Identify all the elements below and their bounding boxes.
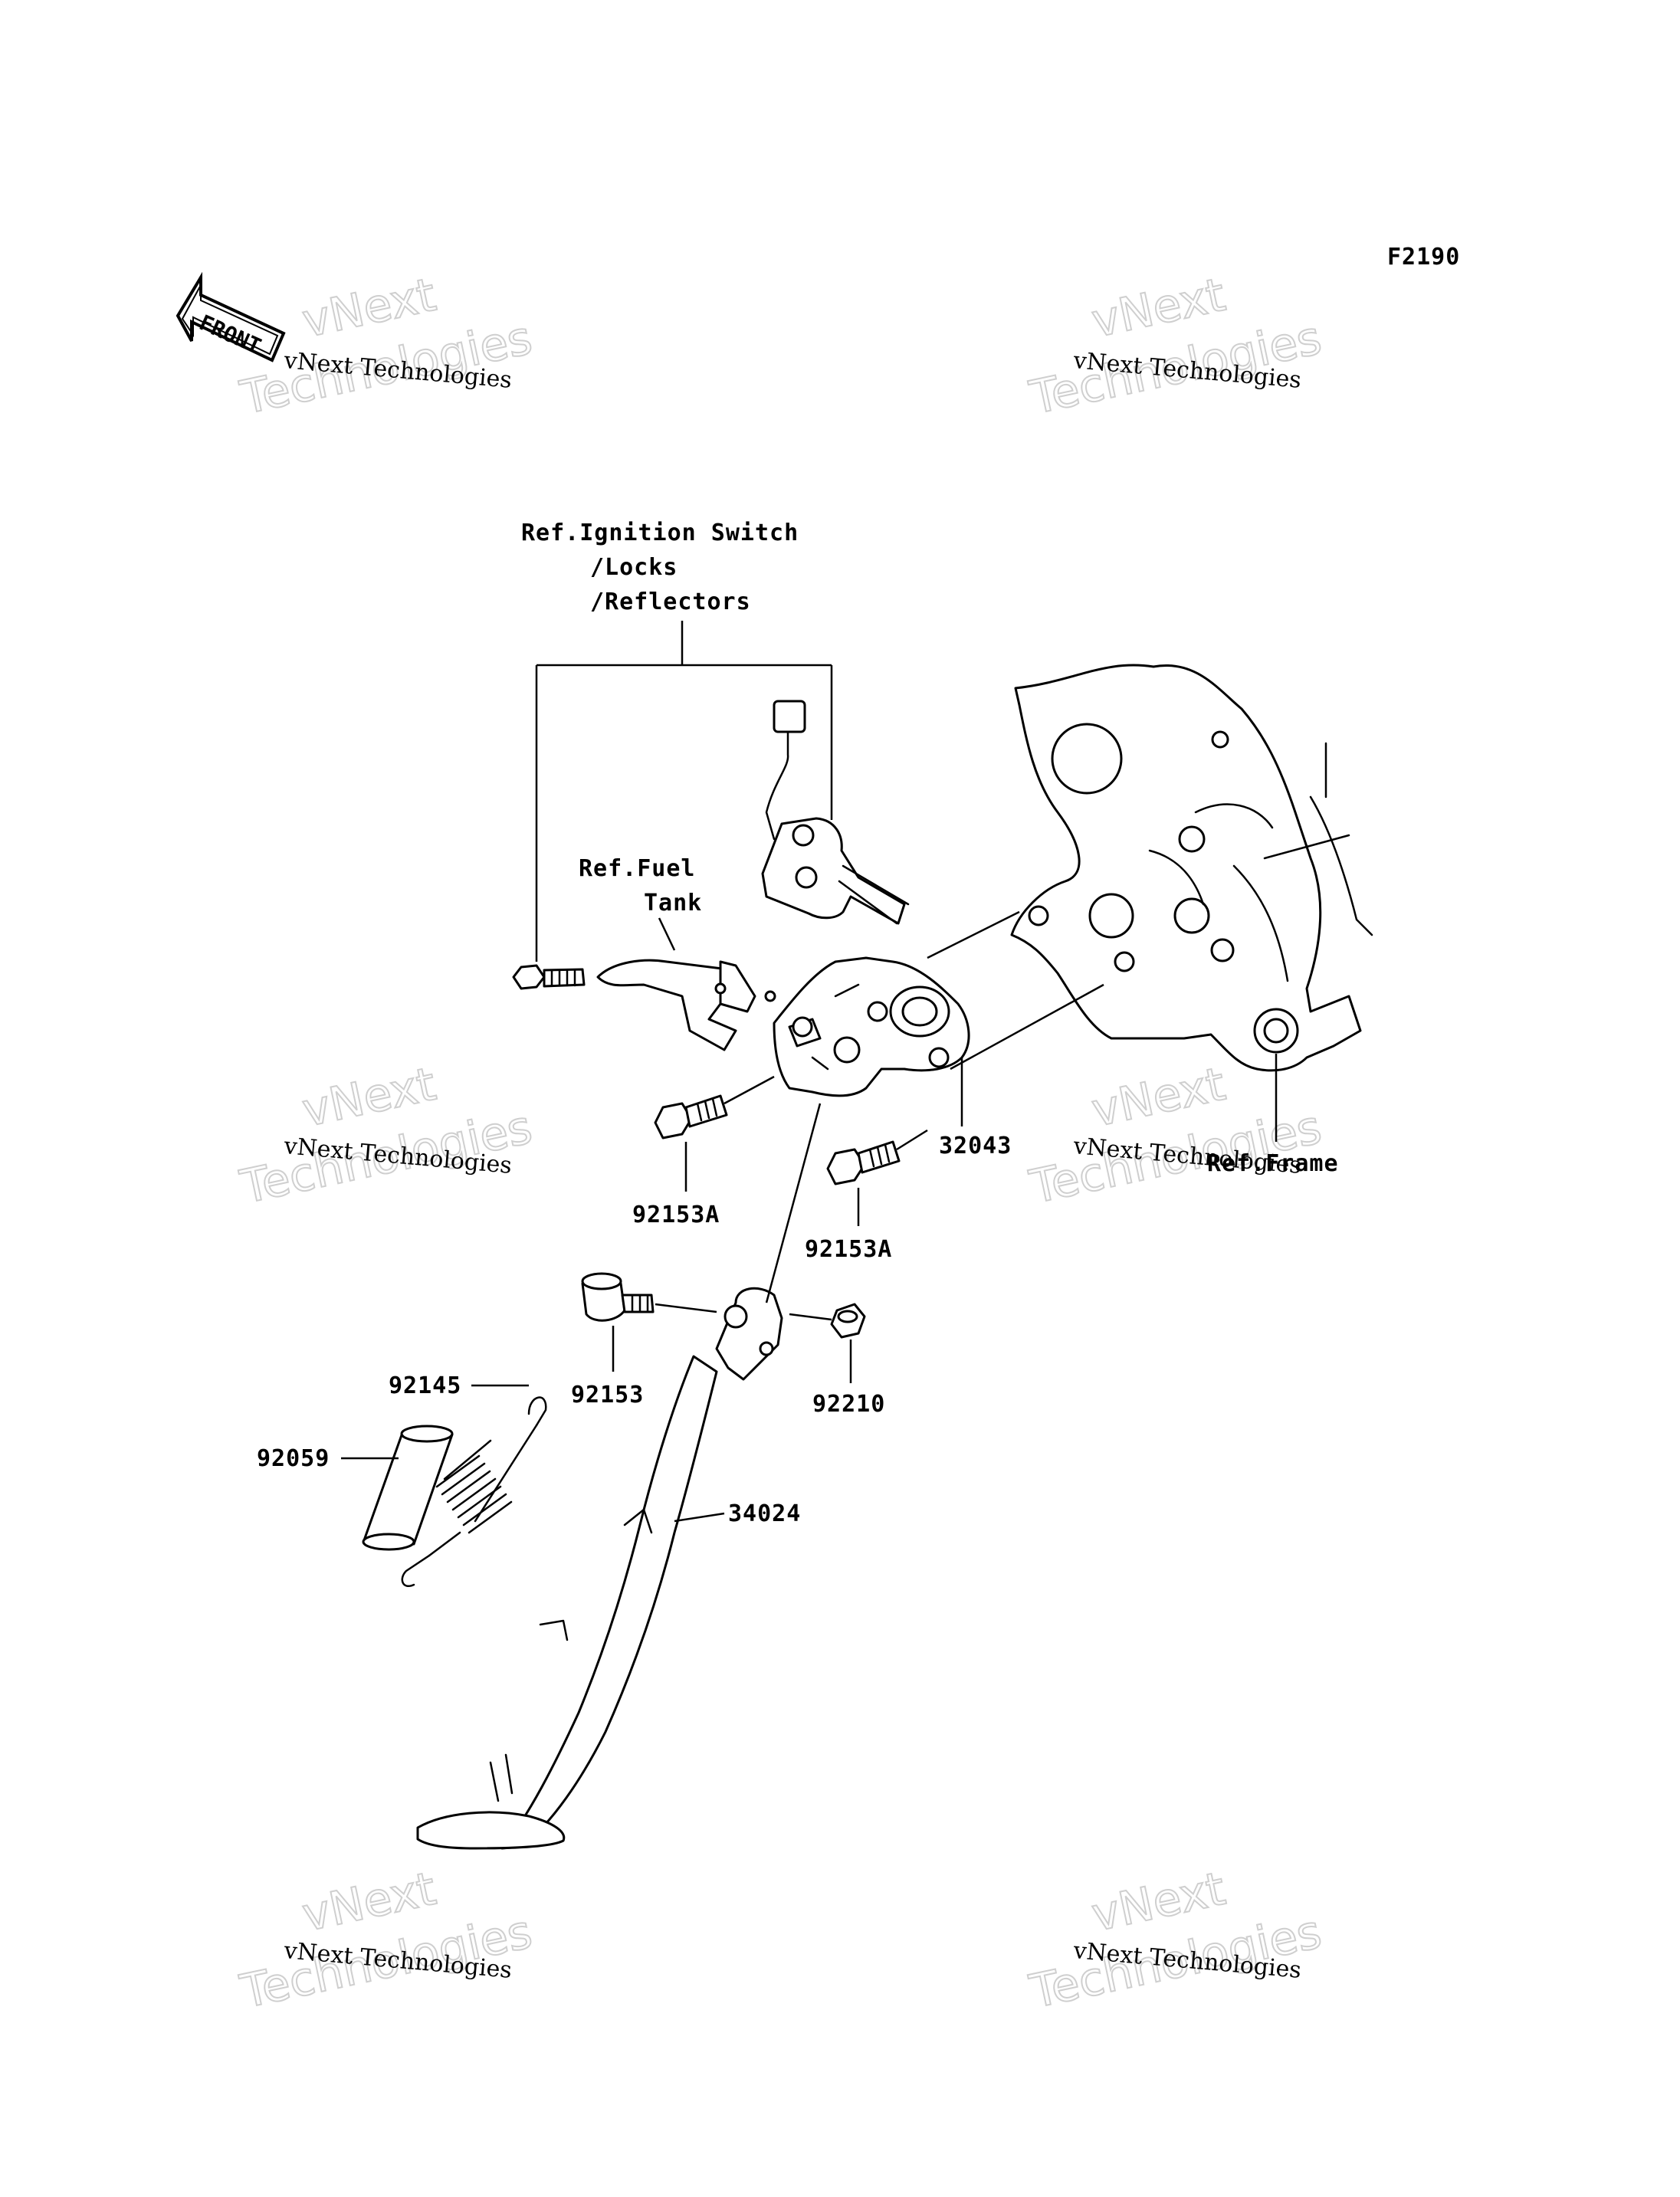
ref-ignition-switch-label: Ref.Ignition Switch /Locks /Reflectors <box>521 520 799 615</box>
frame-mount-lines <box>927 910 1104 1071</box>
svg-text:/Reflectors: /Reflectors <box>590 589 751 615</box>
ignition-switch <box>761 700 910 925</box>
part-label-92145: 92145 <box>389 1372 461 1399</box>
spring-92145 <box>401 1396 547 1587</box>
watermark-bottom-right: vNext Technologies vNext Technologies <box>1025 1861 1327 2020</box>
nut-axis <box>789 1313 832 1321</box>
part-label-92153a-right: 92153A <box>805 1236 892 1263</box>
svg-text:Ref.Ignition Switch: Ref.Ignition Switch <box>521 520 799 546</box>
svg-text:/Locks: /Locks <box>590 554 678 581</box>
part-label-92153: 92153 <box>571 1382 644 1408</box>
watermark-mid-right: vNext Technologies vNext Technologies <box>1025 1057 1327 1215</box>
ignition-bracket-line <box>535 621 833 962</box>
side-stand-34024 <box>416 1287 783 1850</box>
nut-92210 <box>830 1303 866 1339</box>
svg-text:Ref.Fuel: Ref.Fuel <box>579 855 696 882</box>
part-label-92210: 92210 <box>812 1391 885 1418</box>
tube-92059 <box>362 1425 454 1551</box>
part-label-92059: 92059 <box>257 1445 330 1472</box>
frame-ref <box>1010 664 1373 1072</box>
bolt-92153a-right-axis <box>896 1129 928 1151</box>
ref-fuel-tank-label: Ref.Fuel Tank <box>579 855 702 917</box>
bolt-92153 <box>581 1272 655 1322</box>
leader-34024 <box>674 1512 725 1523</box>
bolt-92153a-left <box>654 1094 728 1139</box>
front-arrow-icon: FRONT <box>176 271 286 362</box>
watermark-bottom-left: vNext Technologies vNext Technologies <box>235 1861 538 2020</box>
fuel-tank-leader <box>658 917 676 951</box>
ref-frame-label: Ref.Frame <box>1207 1150 1339 1177</box>
watermark-top-left: vNext Technologies vNext Technologies <box>235 267 538 426</box>
bolt-92153a-left-axis <box>724 1075 775 1105</box>
svg-text:Tank: Tank <box>644 890 702 917</box>
fuel-tank-bracket <box>512 959 776 1051</box>
stand-bracket-32043 <box>773 956 970 1097</box>
stand-to-bracket-line <box>765 1103 822 1303</box>
bolt-92153-axis <box>655 1303 717 1313</box>
part-label-34024: 34024 <box>728 1500 801 1527</box>
part-label-32043: 32043 <box>939 1133 1012 1159</box>
watermark-top-right: vNext Technologies vNext Technologies <box>1025 267 1327 426</box>
bolt-92153a-right <box>826 1140 901 1185</box>
part-label-92153a-left: 92153A <box>632 1202 720 1228</box>
figure-code: F2190 <box>1387 244 1460 271</box>
watermark-mid-left: vNext Technologies vNext Technologies <box>235 1057 538 1215</box>
